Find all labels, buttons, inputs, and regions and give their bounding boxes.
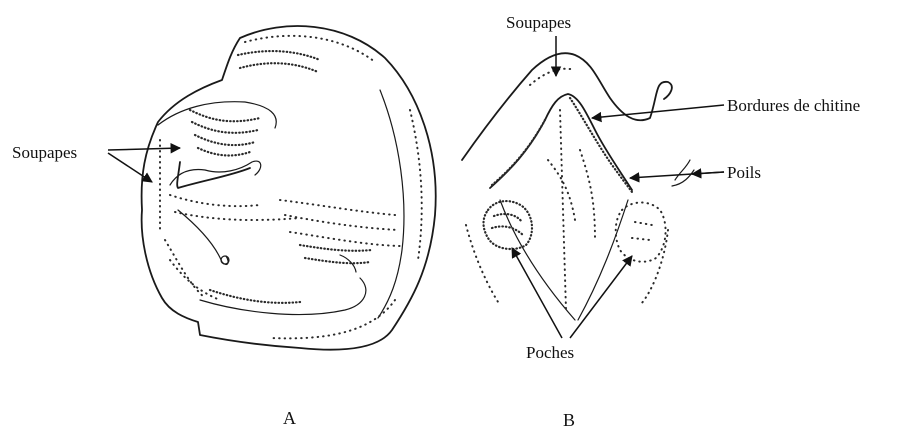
panel-b-pocket-left [484,201,532,249]
panel-b-body-right [578,200,628,320]
panel-b-soupapes-callout: Soupapes [506,13,571,76]
panel-a-stipple-rim [245,36,422,339]
panel-b-body-left [500,200,575,320]
panel-b-bordures-arrow [592,105,724,118]
panel-a-lower-curve [200,278,366,315]
panel-b-poils-callout: Poils [630,163,761,182]
panel-b-poches-arrow-left [512,248,562,338]
panel-b-caption: B [563,410,575,430]
panel-b-poches-label: Poches [526,343,574,362]
panel-a-inner-ridge [170,161,261,185]
panel-b-bordures-label: Bordures de chitine [727,96,860,115]
panel-b-drawing [462,53,694,320]
panel-b-poches-arrow-right [570,256,632,338]
panel-b-chitin-fringe [492,98,632,192]
panel-b-pocket-right [616,203,666,262]
panel-a-lower-fold [178,210,228,264]
panel-b-upper-outline [462,53,672,160]
panel-a-soupapes-callout: Soupapes [12,143,180,182]
panel-b-soupapes-label: Soupapes [506,13,571,32]
panel-a-drawing [142,26,436,350]
panel-b-outer-left [466,225,500,305]
panel-b-outer-right [640,230,668,305]
panel-a-stipple-mid [160,140,400,300]
panel-a-right-band [378,90,404,318]
panel-a-soupapes-arrow-upper [108,148,180,150]
panel-b-poils-label: Poils [727,163,761,182]
panel-b-hair [672,160,694,186]
panel-a-inner-lobe [158,102,276,128]
panel-a-caption: A [283,408,296,428]
panel-b-bordures-callout: Bordures de chitine [592,96,860,118]
panel-a-stipple-lower [210,245,372,303]
panel-b-poches-callout: Poches [512,248,632,362]
panel-a-outer-contour [142,26,436,350]
panel-a-valve-line [177,162,250,188]
panel-a-soupapes-label: Soupapes [12,143,77,162]
